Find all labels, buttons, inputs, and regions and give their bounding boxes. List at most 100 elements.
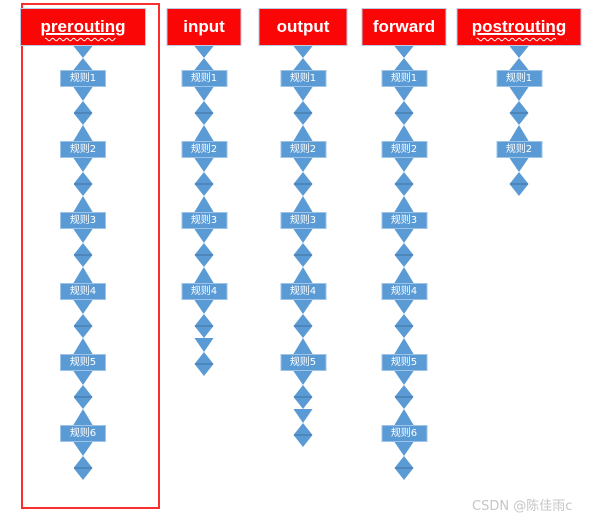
rule-box: 规则5 <box>280 354 326 371</box>
triangle-up-icon <box>394 338 414 354</box>
rule-box: 规则2 <box>381 141 427 158</box>
diamond-icon <box>73 314 93 338</box>
diamond-icon <box>293 385 313 409</box>
diamond-icon <box>509 101 529 125</box>
triangle-up-icon <box>73 267 93 283</box>
rule-box: 规则4 <box>60 283 106 300</box>
triangle-down-icon <box>73 46 93 58</box>
rule-box: 规则2 <box>181 141 227 158</box>
chain-header-postrouting: postrouting postrouting <box>456 8 582 46</box>
triangle-up-icon <box>293 125 313 141</box>
triangle-up-icon <box>293 267 313 283</box>
rule-box: 规则4 <box>181 283 227 300</box>
diamond-icon <box>194 243 214 267</box>
chain-header-label: postrouting <box>471 17 567 36</box>
triangle-down-icon <box>73 300 93 314</box>
chain-header-label: forward <box>372 17 436 36</box>
triangle-up-icon <box>73 196 93 212</box>
triangle-down-icon <box>394 87 414 101</box>
triangle-down-icon <box>394 229 414 243</box>
chain-header-prerouting: prerouting prerouting <box>20 8 146 46</box>
diamond-icon <box>293 314 313 338</box>
triangle-up-icon <box>293 196 313 212</box>
triangle-up-icon <box>194 125 214 141</box>
diamond-icon <box>394 385 414 409</box>
rule-box: 规则1 <box>280 70 326 87</box>
diamond-icon <box>293 101 313 125</box>
rule-box: 规则5 <box>60 354 106 371</box>
triangle-up-icon <box>394 267 414 283</box>
triangle-down-icon <box>293 409 313 423</box>
triangle-up-icon <box>509 125 529 141</box>
rule-box: 规则3 <box>181 212 227 229</box>
rule-box: 规则2 <box>280 141 326 158</box>
rule-box: 规则4 <box>280 283 326 300</box>
rule-box: 规则1 <box>381 70 427 87</box>
triangle-down-icon <box>394 442 414 456</box>
triangle-down-icon <box>73 158 93 172</box>
diamond-icon <box>293 172 313 196</box>
chain-column-prerouting: prerouting prerouting 规则1 规则2 规则3 规则4 规则… <box>20 8 146 480</box>
triangle-up-icon <box>394 125 414 141</box>
chain-header-forward: forward <box>361 8 447 46</box>
diamond-icon <box>509 172 529 196</box>
rule-box: 规则1 <box>60 70 106 87</box>
rule-box: 规则4 <box>381 283 427 300</box>
triangle-up-icon <box>394 58 414 70</box>
rule-box: 规则6 <box>60 425 106 442</box>
diamond-icon <box>73 243 93 267</box>
rule-box: 规则3 <box>60 212 106 229</box>
chain-header-output: output <box>258 8 348 46</box>
diamond-icon <box>194 314 214 338</box>
diamond-icon <box>394 456 414 480</box>
rule-box: 规则6 <box>381 425 427 442</box>
diamond-icon <box>293 243 313 267</box>
triangle-up-icon <box>194 196 214 212</box>
diamond-icon <box>73 385 93 409</box>
rule-box: 规则1 <box>181 70 227 87</box>
triangle-down-icon <box>194 46 214 58</box>
prerouting-highlight-box <box>21 3 160 509</box>
diamond-icon <box>73 101 93 125</box>
triangle-down-icon <box>194 338 214 352</box>
triangle-down-icon <box>194 300 214 314</box>
chain-header-input: input <box>166 8 242 46</box>
rule-box: 规则5 <box>381 354 427 371</box>
chain-column-postrouting: postrouting postrouting 规则1 规则2 <box>456 8 582 196</box>
chain-header-label: input <box>183 17 225 36</box>
triangle-down-icon <box>293 158 313 172</box>
watermark: CSDN @陈佳雨c <box>472 499 573 514</box>
triangle-down-icon <box>293 87 313 101</box>
rule-box: 规则3 <box>280 212 326 229</box>
chain-column-forward: forward 规则1 规则2 规则3 规则4 规则5 规则6 <box>361 8 447 480</box>
chain-header-label: prerouting <box>40 17 126 36</box>
diamond-icon <box>293 423 313 447</box>
diamond-icon <box>394 172 414 196</box>
triangle-down-icon <box>293 46 313 58</box>
triangle-up-icon <box>194 267 214 283</box>
rule-box: 规则2 <box>60 141 106 158</box>
triangle-down-icon <box>509 158 529 172</box>
triangle-down-icon <box>293 229 313 243</box>
chain-header-label: output <box>276 17 330 36</box>
diamond-icon <box>73 456 93 480</box>
chain-column-input: input 规则1 规则2 规则3 规则4 <box>166 8 242 376</box>
triangle-up-icon <box>293 58 313 70</box>
triangle-down-icon <box>293 300 313 314</box>
diamond-icon <box>194 172 214 196</box>
rule-box: 规则2 <box>496 141 542 158</box>
triangle-up-icon <box>73 338 93 354</box>
diamond-icon <box>73 172 93 196</box>
triangle-up-icon <box>73 409 93 425</box>
triangle-down-icon <box>73 229 93 243</box>
triangle-up-icon <box>394 196 414 212</box>
triangle-down-icon <box>194 87 214 101</box>
triangle-down-icon <box>73 442 93 456</box>
triangle-down-icon <box>73 87 93 101</box>
triangle-down-icon <box>194 158 214 172</box>
triangle-down-icon <box>73 371 93 385</box>
triangle-up-icon <box>394 409 414 425</box>
triangle-down-icon <box>293 371 313 385</box>
rule-box: 规则3 <box>381 212 427 229</box>
